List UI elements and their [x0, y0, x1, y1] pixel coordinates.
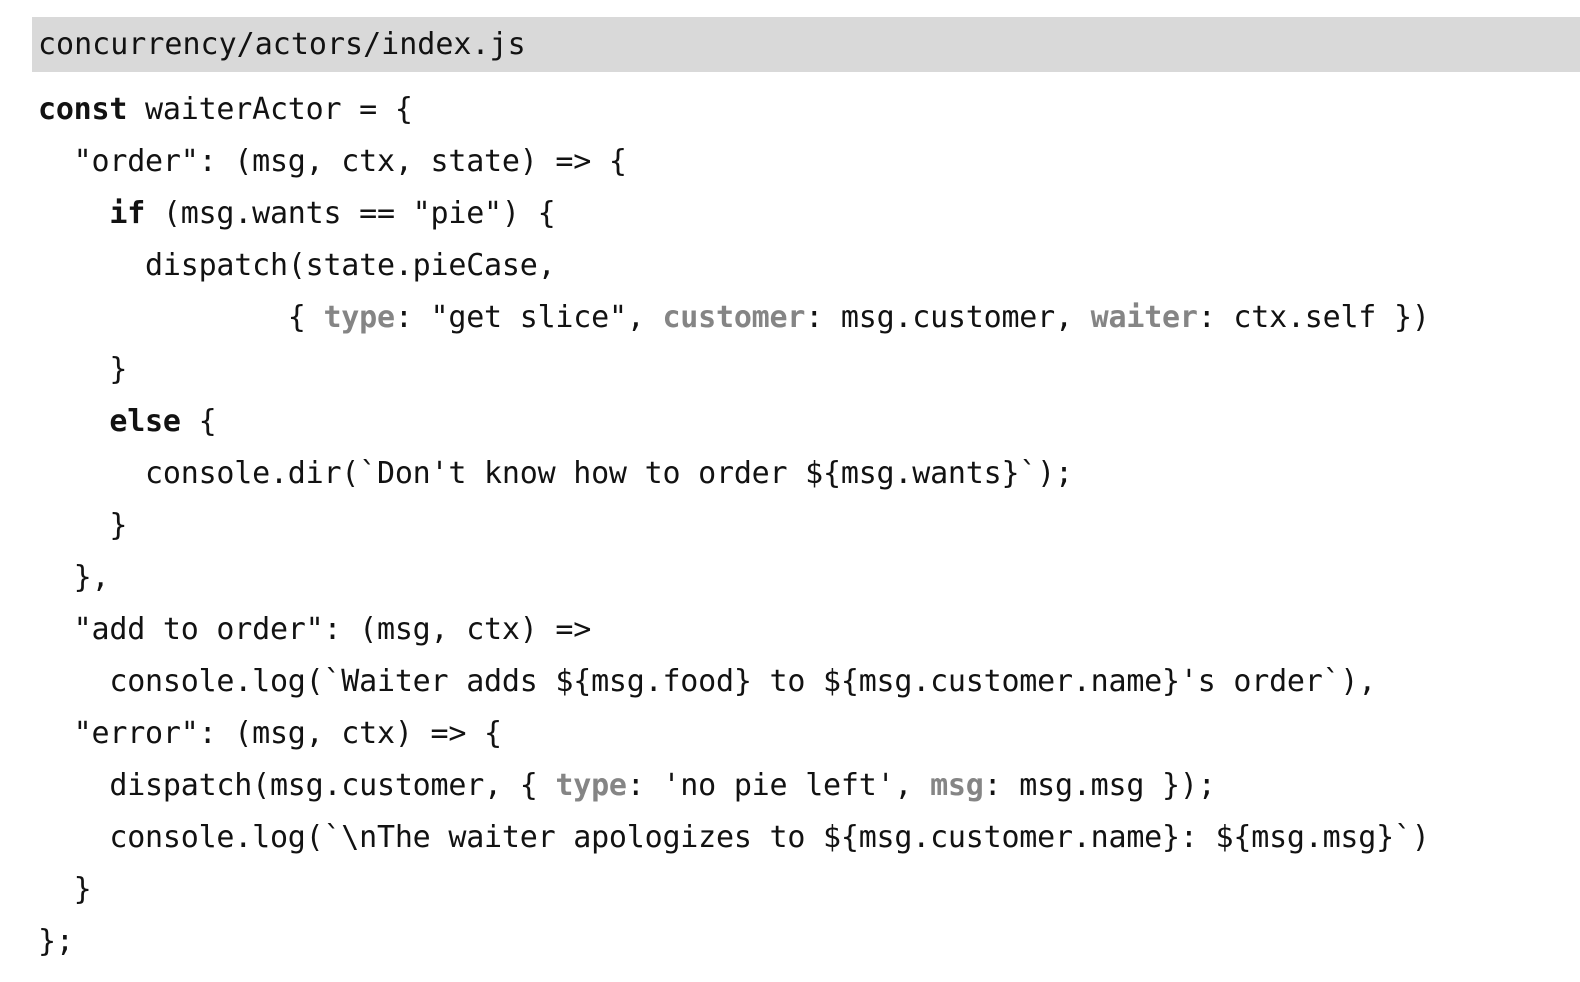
- code-line: },: [38, 552, 1580, 604]
- code-plain-token: waiterActor = {: [127, 92, 413, 127]
- code-line: }: [38, 864, 1580, 916]
- code-property-token: type: [323, 300, 395, 335]
- code-plain-token: console.log(`\nThe waiter apologizes to …: [38, 820, 1430, 855]
- code-plain-token: }: [38, 352, 128, 387]
- code-plain-token: console.log(`Waiter adds ${msg.food} to …: [38, 664, 1377, 699]
- code-property-token: customer: [662, 300, 806, 335]
- code-line: "error": (msg, ctx) => {: [38, 708, 1580, 760]
- code-plain-token: }: [38, 872, 92, 907]
- code-line: dispatch(msg.customer, { type: 'no pie l…: [38, 760, 1580, 812]
- code-plain-token: : ctx.self }): [1197, 300, 1430, 335]
- code-plain-token: "error": (msg, ctx) => {: [38, 716, 502, 751]
- code-plain-token: };: [38, 924, 74, 959]
- file-path-label: concurrency/actors/index.js: [38, 26, 526, 62]
- code-plain-token: : 'no pie left',: [626, 768, 931, 803]
- code-plain-token: console.dir(`Don't know how to order ${m…: [38, 456, 1073, 491]
- code-line: }: [38, 500, 1580, 552]
- code-plain-token: : "get slice",: [394, 300, 663, 335]
- code-property-token: type: [555, 768, 627, 803]
- code-keyword-token: const: [38, 92, 128, 127]
- code-line: }: [38, 344, 1580, 396]
- code-line: const waiterActor = {: [38, 84, 1580, 136]
- code-line: console.log(`Waiter adds ${msg.food} to …: [38, 656, 1580, 708]
- code-line: else {: [38, 396, 1580, 448]
- file-caption-bar: concurrency/actors/index.js: [32, 17, 1580, 72]
- code-line: "add to order": (msg, ctx) =>: [38, 604, 1580, 656]
- code-plain-token: }: [38, 508, 128, 543]
- code-plain-token: : msg.msg });: [983, 768, 1216, 803]
- code-plain-token: [38, 196, 109, 231]
- code-line: dispatch(state.pieCase,: [38, 240, 1580, 292]
- code-plain-token: (msg.wants == "pie") {: [145, 196, 556, 231]
- code-plain-token: dispatch(state.pieCase,: [38, 248, 556, 283]
- code-line: if (msg.wants == "pie") {: [38, 188, 1580, 240]
- code-plain-token: dispatch(msg.customer, {: [38, 768, 556, 803]
- code-plain-token: : msg.customer,: [805, 300, 1091, 335]
- code-plain-token: },: [38, 560, 110, 595]
- code-line: console.log(`\nThe waiter apologizes to …: [38, 812, 1580, 864]
- code-plain-token: {: [180, 404, 217, 439]
- code-property-token: waiter: [1090, 300, 1198, 335]
- code-line: console.dir(`Don't know how to order ${m…: [38, 448, 1580, 500]
- code-property-token: msg: [930, 768, 984, 803]
- code-plain-token: {: [38, 300, 324, 335]
- source-code-block: const waiterActor = { "order": (msg, ctx…: [38, 84, 1580, 968]
- code-line: };: [38, 916, 1580, 968]
- code-plain-token: [38, 404, 109, 439]
- code-plain-token: "add to order": (msg, ctx) =>: [38, 612, 592, 647]
- code-keyword-token: else: [109, 404, 181, 439]
- code-line: "order": (msg, ctx, state) => {: [38, 136, 1580, 188]
- code-line: { type: "get slice", customer: msg.custo…: [38, 292, 1580, 344]
- code-keyword-token: if: [109, 196, 146, 231]
- code-plain-token: "order": (msg, ctx, state) => {: [38, 144, 627, 179]
